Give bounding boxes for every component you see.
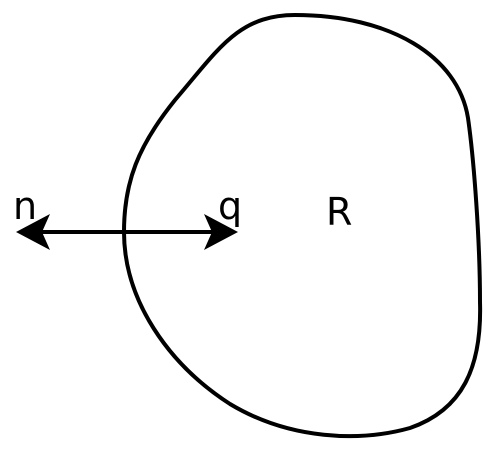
arrowhead-right-icon — [204, 214, 238, 250]
label-q: q — [218, 184, 242, 228]
label-R: R — [326, 190, 352, 234]
arrowhead-left-icon — [16, 214, 50, 250]
label-n: n — [13, 184, 37, 228]
region-R-boundary — [122, 13, 483, 439]
